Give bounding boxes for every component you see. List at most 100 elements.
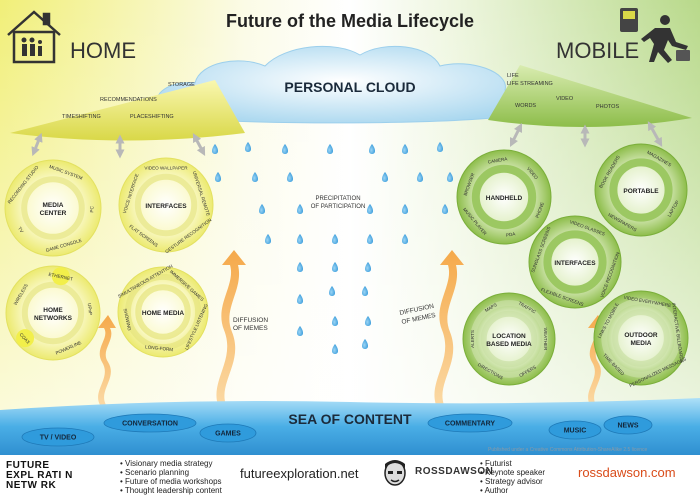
- raindrop: [282, 144, 288, 154]
- connector-arrow: [192, 133, 206, 156]
- raindrop: [367, 204, 373, 214]
- circle-title: CENTER: [40, 210, 67, 217]
- running-person-icon: [620, 8, 690, 63]
- house-icon: [7, 10, 61, 64]
- keyword-timeshifting: TIMESHIFTING: [62, 114, 101, 120]
- raindrop: [365, 262, 371, 272]
- circle-ring: [543, 230, 607, 294]
- circle-ring: [134, 173, 198, 237]
- circle-disc: [456, 149, 552, 245]
- diffusion-label-left-2: OF MEMES: [233, 325, 268, 332]
- sea-item: TV / VIDEO: [21, 427, 95, 447]
- raindrop: [297, 262, 303, 272]
- footer: [0, 455, 700, 495]
- sea-item-bubble: [603, 415, 653, 435]
- keyword-life: LIFE: [507, 73, 519, 79]
- raindrop: [365, 316, 371, 326]
- network-node: [51, 267, 70, 286]
- sea-item-bubble: [199, 423, 257, 443]
- raindrop: [362, 339, 368, 349]
- sea-item-label: MUSIC: [564, 428, 587, 435]
- fe-logo-line: NETW RK: [6, 480, 57, 491]
- fe-logo-line: FUTURE: [6, 460, 50, 471]
- raindrop: [332, 316, 338, 326]
- circle-title: HOME MEDIA: [142, 310, 185, 317]
- license-text: Published under a Creative Commons Attri…: [488, 447, 648, 453]
- circle-item-label: CAMERA: [487, 156, 508, 164]
- circle-item-label: PDA: [506, 231, 517, 238]
- circle-disc: [117, 266, 209, 358]
- raindrop: [327, 144, 333, 154]
- rd-service: • Futurist: [480, 459, 512, 468]
- raindrop: [369, 144, 375, 154]
- raindrop: [447, 172, 453, 182]
- mobile-keywords-triangle: LIFE LIFE STREAMING WORDS VIDEO PHOTOS: [488, 65, 692, 128]
- fe-service: • Thought leadership content: [120, 486, 222, 495]
- circle-ring: [21, 281, 85, 345]
- keyword-placeshifting: PLACESHIFTING: [130, 114, 174, 120]
- fe-url-link[interactable]: futureexploration.net: [240, 466, 359, 481]
- circle-ring: [21, 176, 85, 240]
- fe-service: • Visionary media strategy: [120, 459, 213, 468]
- circle-ring: [470, 300, 548, 378]
- future-exploration-logo: FUTURE EXPL RATI N NETW RK: [6, 461, 73, 491]
- diagram-canvas: Future of the Media Lifecycle HOME MOBIL…: [0, 0, 700, 455]
- fe-logo-line: EXPL RATI N: [6, 470, 73, 481]
- circle-title: INTERFACES: [145, 203, 187, 210]
- circle-item-label: LONG-FORM: [145, 344, 174, 352]
- diffusion-arrow: [588, 315, 606, 405]
- sea-item: COMMENTARY: [427, 413, 513, 433]
- circle-item-label: UPnP: [87, 303, 93, 315]
- raindrop: [297, 294, 303, 304]
- home-label: HOME: [70, 38, 136, 63]
- sea-item-bubble: [21, 427, 95, 447]
- ross-dawson-portrait-icon: [380, 458, 410, 490]
- diffusion-arrow: [216, 250, 246, 405]
- sea-item: CONVERSATION: [103, 413, 197, 433]
- raindrop: [252, 172, 258, 182]
- rd-service: • Author: [480, 486, 509, 495]
- sea-item-label: NEWS: [618, 423, 639, 430]
- circle-item-label: TV: [17, 226, 25, 234]
- diffusion-arrow: [98, 315, 116, 405]
- diffusion-arrows: [98, 250, 606, 405]
- raindrop: [362, 286, 368, 296]
- raindrop: [402, 234, 408, 244]
- rd-services-list: • Futurist • Keynote speaker • Strategy …: [480, 459, 545, 495]
- circle-disc: [593, 290, 689, 386]
- raindrop: [287, 172, 293, 182]
- connector-arrow: [509, 122, 523, 148]
- keyword-life-streaming: LIFE STREAMING: [507, 81, 553, 87]
- circle-item-label: ETHERNET: [48, 272, 73, 282]
- circle-disc: [118, 157, 214, 253]
- raindrop: [442, 204, 448, 214]
- circle-ring: [480, 310, 538, 368]
- circle-ring: [471, 164, 537, 230]
- sea-item-label: GAMES: [215, 431, 241, 438]
- raindrop: [297, 234, 303, 244]
- circle-item-label: ALERTS: [470, 330, 475, 348]
- rd-url-link[interactable]: rossdawson.com: [578, 465, 676, 480]
- circle-ring: [601, 298, 681, 378]
- sea-item-bubble: [427, 413, 513, 433]
- sea-item: NEWS: [603, 415, 653, 435]
- raindrops: [212, 142, 453, 354]
- connector-arrow: [647, 121, 663, 147]
- raindrop: [215, 172, 221, 182]
- sea-item: MUSIC: [548, 420, 602, 440]
- keyword-storage: STORAGE: [168, 82, 195, 88]
- raindrop: [212, 144, 218, 154]
- raindrop: [382, 172, 388, 182]
- circle-item-label: VIDEO WALLPAPER: [144, 165, 188, 170]
- raindrop: [265, 234, 271, 244]
- home-keywords-triangle: STORAGE RECOMMENDATIONS TIMESHIFTING PLA…: [10, 80, 245, 141]
- raindrop: [332, 344, 338, 354]
- ross-dawson-logo: ROSSDAWSON: [415, 466, 494, 477]
- circle-item-label: SHOWING: [123, 308, 133, 331]
